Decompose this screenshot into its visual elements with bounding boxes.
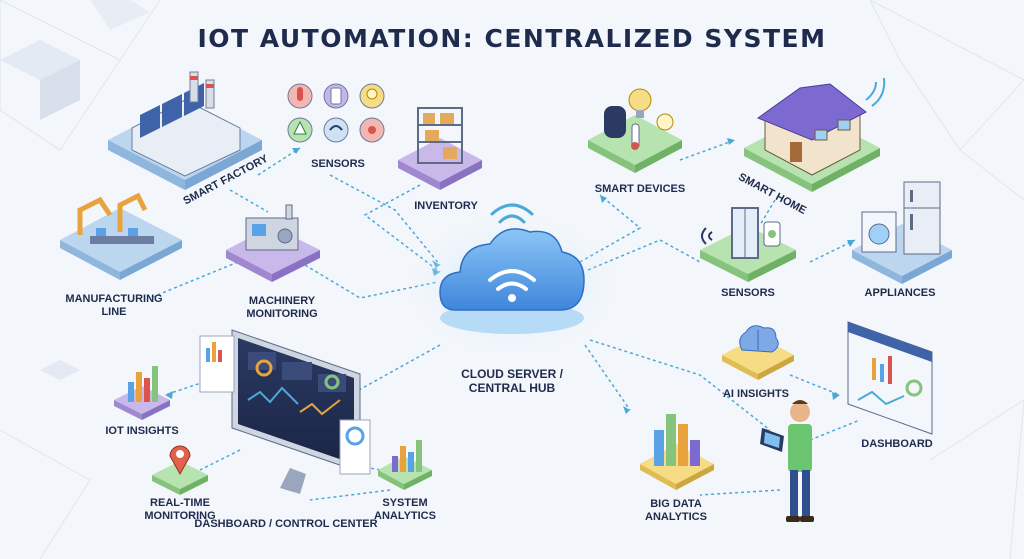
connector-ai-dashboardright — [789, 374, 841, 396]
connector-hub-ai — [589, 339, 771, 431]
fridge-icon — [903, 181, 941, 255]
page-title: IOT AUTOMATION: CENTRALIZED SYSTEM — [197, 24, 827, 53]
machine-icon — [226, 204, 320, 282]
brain-icon — [722, 325, 794, 380]
label-manufacturing-line: MANUFACTURING LINE — [65, 293, 163, 318]
connector-person-dashboardright — [809, 419, 861, 441]
label-sensors-right: SENSORS — [721, 287, 775, 299]
connector-inventory-hub — [363, 184, 441, 273]
label-system-analytics: SYSTEM ANALYTICS — [374, 497, 436, 522]
shelf-icon — [398, 107, 482, 190]
label-realtime-monitoring: REAL-TIME MONITORING — [144, 497, 216, 522]
label-iot-insights: IOT INSIGHTS — [105, 425, 179, 437]
robot-arm-icon — [60, 192, 182, 280]
label-smart-devices: SMART DEVICES — [594, 183, 686, 195]
connector-factory-sensors — [257, 147, 301, 176]
connector-machinery-manufacturing — [149, 261, 239, 299]
connector-dashboard-realtime — [199, 449, 241, 471]
label-dashboard-control-center: DASHBOARD / CONTROL CENTER — [194, 518, 378, 530]
label-cloud-hub: CLOUD SERVER / CENTRAL HUB — [461, 367, 563, 395]
house-icon — [744, 77, 886, 192]
connector-hub-dashboard — [349, 344, 441, 396]
sensors-left-icons — [287, 83, 385, 143]
speaker-icon — [588, 88, 682, 173]
window-sensor-icon — [700, 207, 796, 282]
dashboard-screen-icon — [847, 321, 933, 435]
connector-analytics-dashboard — [309, 489, 391, 501]
big-data-chart-icon — [640, 414, 714, 490]
label-inventory: INVENTORY — [414, 200, 478, 212]
cloud-wifi-icon — [407, 203, 617, 355]
connector-sensorsright-smarthome — [759, 199, 776, 226]
label-appliances: APPLIANCES — [864, 287, 936, 299]
person-tablet-icon — [760, 400, 814, 522]
label-big-data-analytics: BIG DATA ANALYTICS — [645, 498, 707, 523]
connector-hub-smartdevices — [579, 194, 642, 263]
label-dashboard: DASHBOARD — [861, 438, 933, 450]
connector-smartdevices-smarthome — [679, 139, 736, 161]
label-ai-insights: AI INSIGHTS — [722, 388, 790, 400]
connector-hub-bigdata — [584, 344, 631, 411]
label-sensors-left: SENSORS — [311, 158, 365, 170]
connector-hub-sensorsright — [587, 239, 701, 271]
background-blocks — [0, 0, 150, 380]
connector-sensorsright-appliances — [809, 239, 856, 263]
connector-factory-machinery — [229, 189, 269, 213]
pin-icon — [152, 445, 208, 495]
label-machinery-monitoring: MACHINERY MONITORING — [246, 295, 318, 320]
analytics-bar-chart-icon — [378, 440, 432, 490]
factory-icon — [108, 71, 262, 190]
connector-person-bigdata — [699, 489, 781, 496]
monitor-icon — [199, 329, 371, 494]
bar-chart-icon — [114, 366, 170, 420]
